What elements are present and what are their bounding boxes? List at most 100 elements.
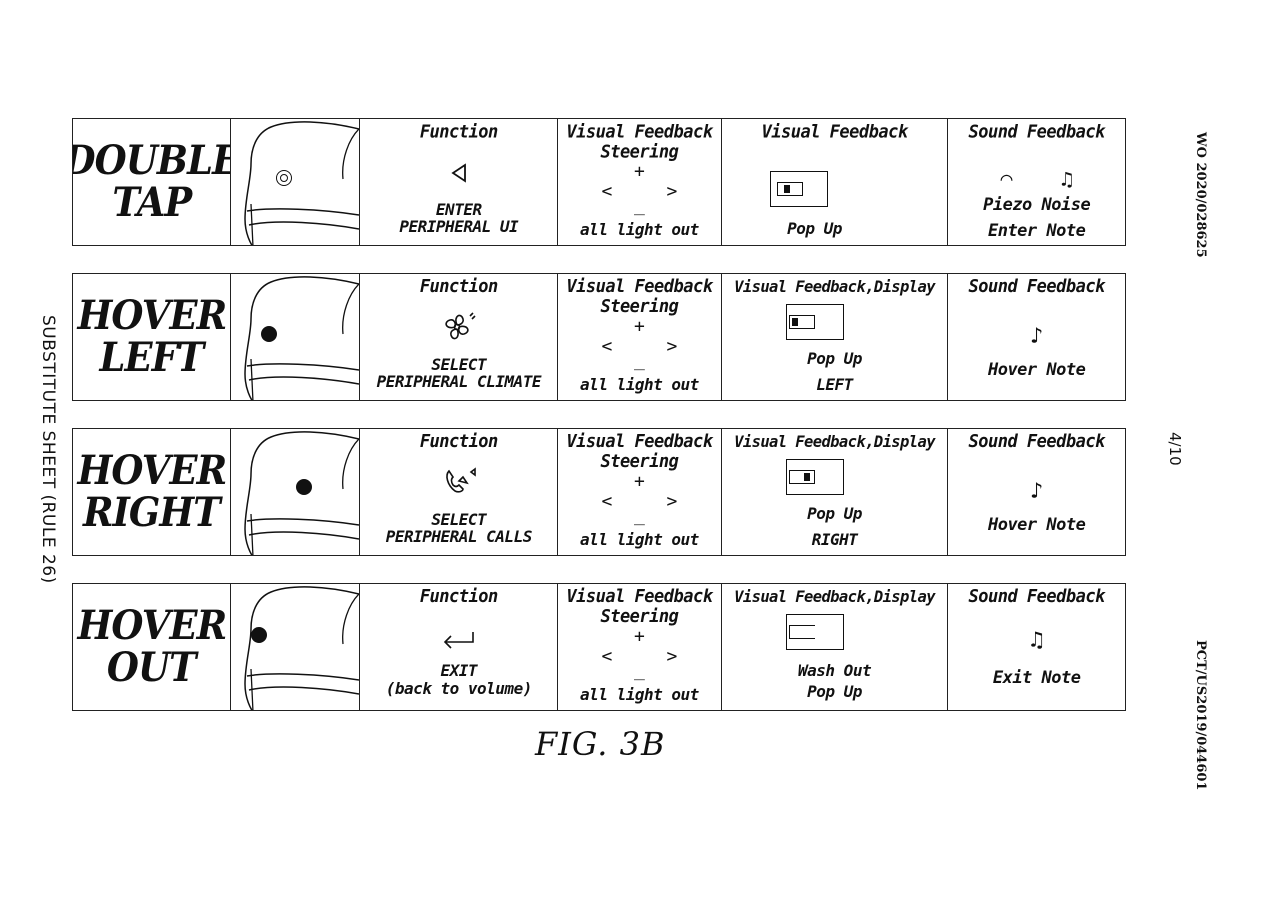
- steering-header-line: Steering: [600, 606, 679, 628]
- visual-header: Visual Feedback,Display: [734, 587, 935, 607]
- visual-feedback-cell: Visual Feedback,Display Wash Out Pop Up: [722, 584, 949, 710]
- publication-number: WO 2020/028625: [1193, 132, 1208, 258]
- function-text-line: SELECT: [431, 510, 487, 529]
- return-arrow-icon: [360, 628, 557, 654]
- visual-text-line: Pop Up: [807, 349, 862, 368]
- steering-wheel-drawing: [243, 586, 360, 710]
- music-note-icon: ♪: [1030, 479, 1044, 504]
- plus-icon: +: [634, 316, 645, 337]
- visual-text-line: Wash Out: [798, 661, 872, 680]
- gesture-name-line: HOVER: [76, 447, 227, 494]
- gesture-cell: HOVER LEFT: [73, 274, 231, 400]
- visual-header: Visual Feedback: [761, 121, 909, 143]
- steering-feedback-cell: Visual Feedback Steering + < > _ all lig…: [558, 584, 722, 710]
- sound-feedback-cell: Sound Feedback ♪ Hover Note: [948, 274, 1125, 400]
- sound-header: Sound Feedback: [968, 586, 1106, 608]
- steering-feedback-cell: Visual Feedback Steering + < > _ all lig…: [558, 429, 722, 555]
- steering-header-line: Visual Feedback: [566, 586, 713, 608]
- left-right-arrows-icon: < >: [601, 181, 678, 202]
- steering-wheel-cell: [231, 429, 361, 555]
- gesture-name-line: HOVER: [76, 292, 227, 339]
- function-text-line: PERIPHERAL CLIMATE: [376, 372, 542, 391]
- steering-feedback-cell: Visual Feedback Steering + < > _ all lig…: [558, 119, 722, 245]
- steering-header-line: Visual Feedback: [566, 276, 713, 298]
- left-right-arrows-icon: < >: [601, 336, 678, 357]
- peripheral-ui-icon: [360, 161, 557, 189]
- steering-text: all light out: [580, 375, 699, 394]
- music-note-icon: ♫: [1060, 167, 1073, 191]
- steering-wheel-cell: [231, 584, 361, 710]
- plus-icon: +: [634, 471, 645, 492]
- popup-left-display-icon: [785, 304, 844, 340]
- sound-header: Sound Feedback: [968, 276, 1106, 298]
- gesture-name-line: LEFT: [99, 334, 204, 381]
- function-cell: Function SELECT PERIPHERAL CALLS: [360, 429, 559, 555]
- function-cell: Function EXIT (back to volume): [360, 584, 559, 710]
- gesture-row-hover-left: HOVER LEFT Function SELECT PERIPHERAL CL…: [72, 273, 1126, 401]
- steering-wheel-cell: [231, 119, 361, 245]
- steering-header-line: Steering: [600, 141, 679, 163]
- fan-icon: [360, 310, 557, 348]
- gesture-name-line: OUT: [106, 644, 197, 691]
- visual-header: Visual Feedback,Display: [734, 432, 935, 452]
- function-header: Function: [419, 431, 498, 453]
- minus-icon: _: [634, 195, 645, 216]
- popup-right-display-icon: [785, 459, 844, 495]
- piezo-and-note-icons: ◠ ♫: [948, 167, 1125, 191]
- minus-icon: _: [634, 350, 645, 371]
- function-header: Function: [419, 276, 498, 298]
- gesture-cell: HOVER OUT: [73, 584, 231, 710]
- visual-feedback-cell: Visual Feedback Pop Up: [722, 119, 949, 245]
- gesture-row-hover-right: HOVER RIGHT Function SELECT PERIPHERAL C…: [72, 428, 1126, 556]
- function-cell: Function ENTER PERIPHERAL UI: [360, 119, 559, 245]
- minus-icon: _: [634, 505, 645, 526]
- application-number: PCT/US2019/044601: [1193, 640, 1208, 791]
- sound-feedback-cell: Sound Feedback ♫ Exit Note: [948, 584, 1125, 710]
- visual-text-line: Pop Up: [787, 219, 842, 238]
- washout-display-icon: [785, 614, 844, 650]
- sound-text-line: Enter Note: [987, 221, 1086, 241]
- sound-text-line: Exit Note: [992, 668, 1081, 688]
- steering-header-line: Visual Feedback: [566, 431, 713, 453]
- steering-text: all light out: [580, 530, 699, 549]
- function-text-line: PERIPHERAL UI: [399, 217, 519, 236]
- wifi-icon: ◠: [1000, 167, 1013, 191]
- steering-wheel-drawing: [243, 431, 360, 555]
- plus-icon: +: [634, 626, 645, 647]
- steering-wheel-drawing: [243, 121, 360, 245]
- sound-text-line: Piezo Noise: [983, 195, 1091, 215]
- hover-left-dot-icon: [260, 326, 277, 342]
- function-text-line: ENTER: [435, 200, 482, 219]
- visual-text-line: Pop Up: [807, 504, 862, 523]
- substitute-sheet-label: SUBSTITUTE SHEET (RULE 26): [38, 315, 58, 584]
- steering-wheel-cell: [231, 274, 361, 400]
- gesture-cell: HOVER RIGHT: [73, 429, 231, 555]
- side-label-left: SUBSTITUTE SHEET (RULE 26): [30, 315, 60, 615]
- function-text-line: PERIPHERAL CALLS: [385, 527, 533, 546]
- hover-right-dot-icon: [295, 479, 312, 495]
- visual-text-line: Pop Up: [807, 682, 862, 701]
- hover-out-dot-icon: [250, 627, 267, 643]
- visual-text-line: RIGHT: [811, 530, 858, 549]
- steering-header-line: Visual Feedback: [566, 121, 713, 143]
- sound-text-line: Hover Note: [987, 360, 1086, 380]
- steering-header-line: Steering: [600, 296, 679, 318]
- gesture-cell: DOUBLE TAP: [73, 119, 231, 245]
- sound-feedback-cell: Sound Feedback ♪ Hover Note: [948, 429, 1125, 555]
- phone-call-icon: [360, 463, 557, 501]
- steering-header-line: Steering: [600, 451, 679, 473]
- plus-icon: +: [634, 161, 645, 182]
- music-notes-icon: ♫: [1030, 628, 1044, 653]
- function-text-line: (back to volume): [385, 679, 533, 698]
- left-right-arrows-icon: < >: [601, 491, 678, 512]
- function-cell: Function SELECT PERIPHERAL CLIMATE: [360, 274, 559, 400]
- function-text-line: EXIT: [440, 661, 478, 680]
- function-text-line: SELECT: [431, 355, 487, 374]
- music-note-icon: ♪: [1030, 324, 1044, 349]
- sound-feedback-cell: Sound Feedback ◠ ♫ Piezo Noise Enter Not…: [948, 119, 1125, 245]
- sound-header: Sound Feedback: [968, 431, 1106, 453]
- steering-text: all light out: [580, 220, 699, 239]
- double-tap-icon: [275, 170, 292, 186]
- gesture-row-hover-out: HOVER OUT Function EXIT (back to volume)…: [72, 583, 1126, 711]
- visual-header: Visual Feedback,Display: [734, 277, 935, 297]
